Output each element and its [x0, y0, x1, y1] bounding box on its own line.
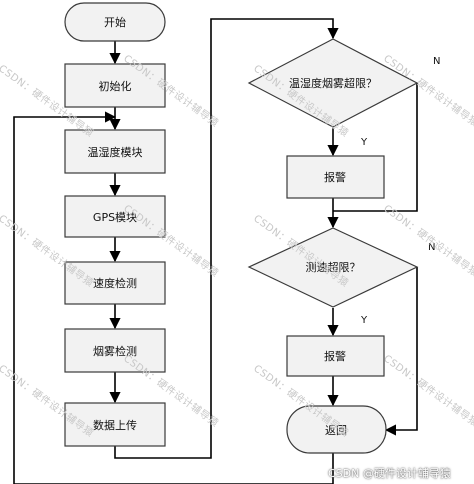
node-speed-label: 速度检测 — [93, 276, 137, 290]
node-return: 返回 — [286, 405, 387, 454]
node-cond1: 温湿度烟雾超限？ — [247, 38, 419, 128]
edge-return-loop — [13, 111, 334, 484]
node-speed: 速度检测 — [64, 261, 166, 305]
edge-upload-cond1 — [114, 18, 339, 459]
cond1-yes-label: Y — [360, 137, 368, 148]
node-start-label: 开始 — [104, 15, 126, 29]
node-return-label: 返回 — [325, 424, 347, 437]
node-cond2: 测速超限？ — [247, 227, 419, 308]
node-smoke-label: 烟雾检测 — [93, 344, 137, 358]
node-init-label: 初始化 — [99, 79, 132, 93]
connectors — [13, 18, 418, 484]
node-alarm2-label: 报警 — [324, 349, 346, 363]
node-gps-label: GPS模块 — [93, 211, 137, 224]
node-init: 初始化 — [64, 63, 166, 108]
node-cond2-label: 测速超限？ — [306, 260, 361, 274]
cond2-no-label: N — [428, 242, 435, 253]
cond1-no-label: N — [433, 56, 440, 67]
footer-watermark: CSDN @硬件设计辅导猿 — [328, 467, 451, 480]
node-upload-label: 数据上传 — [93, 418, 137, 432]
node-upload: 数据上传 — [64, 402, 166, 447]
node-cond1-label: 温湿度烟雾超限？ — [289, 76, 377, 90]
cond2-yes-label: Y — [360, 315, 368, 326]
node-temp-humidity: 温湿度模块 — [64, 129, 166, 174]
node-gps: GPS模块 — [64, 195, 166, 238]
node-start: 开始 — [64, 2, 166, 42]
node-alarm1-label: 报警 — [324, 170, 346, 184]
node-smoke: 烟雾检测 — [64, 328, 166, 373]
edge-cond2-no — [384, 267, 418, 436]
node-temp-humidity-label: 温湿度模块 — [88, 145, 143, 159]
node-alarm1: 报警 — [286, 155, 385, 199]
edge-cond1-no — [333, 83, 418, 212]
node-alarm2: 报警 — [286, 335, 385, 377]
